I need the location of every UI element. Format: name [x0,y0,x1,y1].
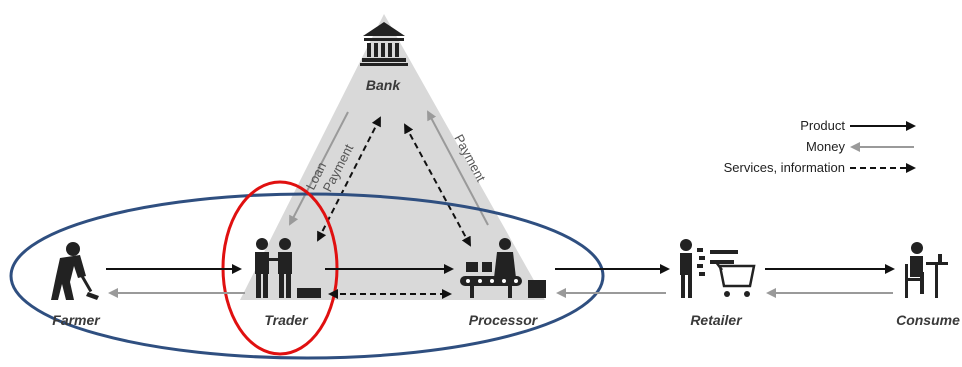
processor-bank-services-arrow [404,123,471,247]
trader-label: Trader [264,312,309,328]
processor-icon [460,238,546,298]
legend-money-label: Money [806,139,846,154]
legend: Product Money Services, information [724,118,916,175]
legend-services-label: Services, information [724,160,845,175]
value-chain-ellipse [9,192,605,360]
legend-product-label: Product [800,118,845,133]
consumer-label: Consume [896,312,960,328]
retailer-icon [680,239,756,298]
processor-payment-arrow [427,110,489,226]
retailer-label: Retailer [690,312,743,328]
processor-label: Processor [469,312,539,328]
bank-label: Bank [366,77,401,93]
consumer-icon [905,242,948,298]
trader-icon [255,238,321,298]
bank-icon [360,22,408,66]
farmer-icon [51,242,99,300]
farmer-label: Farmer [52,312,101,328]
